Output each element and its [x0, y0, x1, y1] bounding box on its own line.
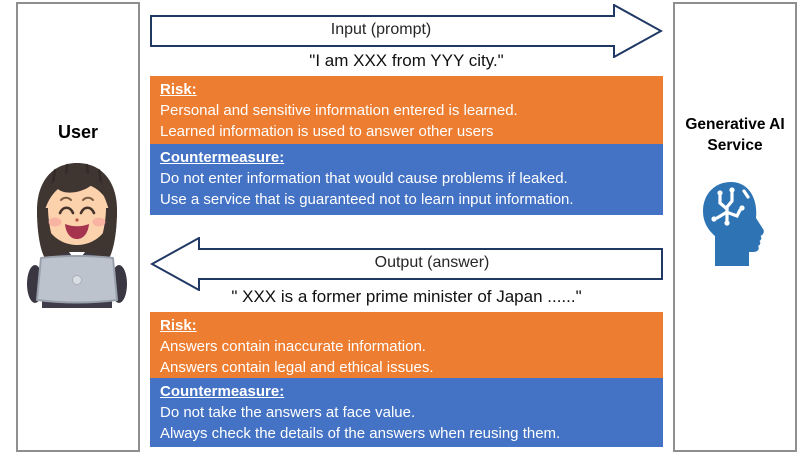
- circuit-traces: [715, 189, 750, 222]
- risk-line: Learned information is used to answer ot…: [160, 123, 494, 140]
- input-countermeasure-box: Countermeasure: Do not enter information…: [150, 144, 663, 215]
- countermeasure-line: Always check the details of the answers …: [160, 425, 561, 442]
- risk-heading: Risk:: [160, 81, 197, 98]
- input-arrow-label: Input (prompt): [330, 21, 432, 38]
- user-panel-label: User: [57, 122, 99, 142]
- risk-line: Answers contain legal and ethical issues…: [160, 359, 434, 376]
- user-at-laptop-icon: [27, 163, 127, 308]
- risk-line: Personal and sensitive information enter…: [160, 102, 518, 119]
- laptop-icon: [36, 255, 118, 304]
- ai-circuit-head-icon: [703, 182, 764, 266]
- countermeasure-line: Do not take the answers at face value.: [160, 404, 416, 421]
- ai-label-line2: Service: [707, 137, 763, 154]
- ai-panel: Generative AI Service: [673, 2, 797, 452]
- left-arrow-shape: [150, 237, 663, 291]
- countermeasure-line: Use a service that is guaranteed not to …: [160, 191, 574, 208]
- input-risk-box: Risk: Personal and sensitive information…: [150, 76, 663, 144]
- risk-heading: Risk:: [160, 317, 197, 334]
- ai-panel-label: Generative AI Service: [675, 114, 795, 156]
- input-arrow: Input (prompt): [150, 4, 663, 58]
- right-arrow-shape: [150, 4, 663, 58]
- output-arrow: Output (answer): [150, 237, 663, 291]
- user-panel: User: [16, 2, 140, 452]
- circuit-nodes: [711, 187, 745, 226]
- countermeasure-heading: Countermeasure:: [160, 383, 285, 400]
- output-countermeasure-box: Countermeasure: Do not take the answers …: [150, 378, 663, 447]
- output-risk-box: Risk: Answers contain inaccurate informa…: [150, 312, 663, 378]
- countermeasure-heading: Countermeasure:: [160, 149, 285, 166]
- output-arrow-label: Output (answer): [374, 254, 490, 271]
- risk-line: Answers contain inaccurate information.: [160, 338, 426, 355]
- input-quote: "I am XXX from YYY city.": [309, 51, 504, 70]
- countermeasure-line: Do not enter information that would caus…: [160, 170, 568, 187]
- ai-label-line1: Generative AI: [685, 116, 785, 133]
- output-quote: " XXX is a former prime minister of Japa…: [231, 287, 582, 306]
